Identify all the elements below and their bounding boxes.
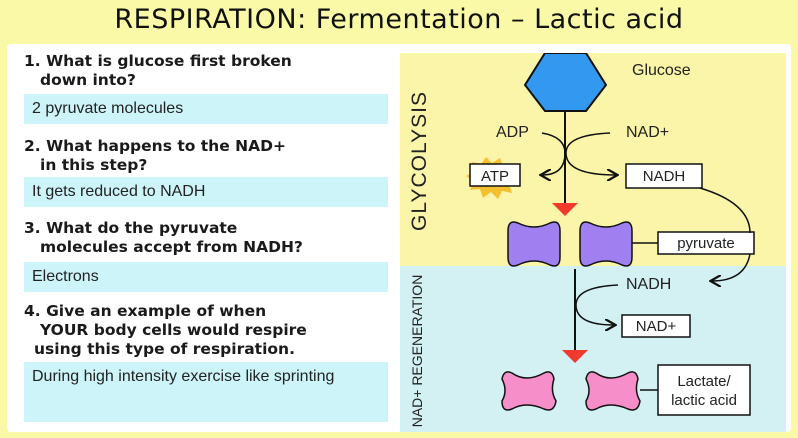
page-title: RESPIRATION: Fermentation – Lactic acid — [114, 4, 684, 35]
answer-1: 2 pyruvate molecules — [24, 94, 388, 124]
question-2-line-1: 2. What happens to the NAD+ — [24, 137, 286, 155]
question-4-line-1: 4. Give an example of when — [24, 302, 267, 320]
nad-plus-out-label: NAD+ — [636, 318, 677, 335]
nadh-out-label: NADH — [643, 168, 686, 185]
fermentation-diagram: GLYCOLYSIS NAD+ REGENERATION Glucose ADP… — [400, 53, 786, 432]
question-1-line-2: down into? — [40, 71, 136, 89]
answer-3: Electrons — [24, 262, 388, 292]
nadh-nad-arrow — [575, 284, 619, 325]
lactate-box — [657, 364, 751, 416]
glucose-label: Glucose — [632, 62, 691, 79]
lactate-molecule-2 — [585, 371, 641, 411]
question-4-line-2: YOUR body cells would respire — [40, 321, 307, 339]
pyruvate-molecule-2 — [579, 221, 633, 267]
nadh-in-label: NADH — [626, 276, 671, 293]
regeneration-label: NAD+ REGENERATION — [409, 275, 425, 428]
lactate-label-line-2: lactic acid — [671, 392, 737, 409]
answer-2: It gets reduced to NADH — [24, 177, 388, 207]
pyruvate-molecule-1 — [507, 221, 561, 267]
glycolysis-label: GLYCOLYSIS — [408, 91, 431, 231]
nad-nadh-arrow — [565, 132, 616, 175]
lactate-label-line-1: Lactate/ — [677, 373, 731, 390]
atp-box — [469, 163, 521, 187]
nadh-feed-curve-top — [699, 187, 751, 234]
question-4: 4. Give an example of when YOUR body cel… — [24, 302, 307, 359]
question-3-line-1: 3. What do the pyruvate — [24, 219, 238, 237]
nadh-box — [625, 163, 703, 189]
pyruvate-box — [657, 231, 755, 255]
adp-atp-arrow — [542, 132, 566, 175]
pyruvate-label: pyruvate — [677, 235, 735, 252]
question-4-line-3: using this type of respiration. — [34, 340, 295, 358]
answer-4: During high intensity exercise like spri… — [24, 362, 388, 422]
question-2-line-2: in this step? — [40, 156, 148, 174]
question-3: 3. What do the pyruvate molecules accept… — [24, 219, 303, 257]
glycolysis-arrow-head — [552, 203, 578, 216]
glucose-hexagon — [523, 53, 608, 112]
question-1-line-1: 1. What is glucose first broken — [24, 52, 292, 70]
nad-plus-in-label: NAD+ — [626, 124, 669, 141]
question-3-line-2: molecules accept from NADH? — [40, 238, 303, 256]
regeneration-arrow-head — [562, 350, 588, 363]
nadh-feed-curve-bottom — [712, 253, 751, 281]
lactate-molecule-1 — [501, 371, 557, 411]
question-2: 2. What happens to the NAD+ in this step… — [24, 137, 286, 175]
nad-plus-box — [621, 314, 691, 338]
question-1: 1. What is glucose first broken down int… — [24, 52, 292, 90]
adp-label: ADP — [496, 124, 529, 141]
atp-label: ATP — [481, 168, 509, 185]
